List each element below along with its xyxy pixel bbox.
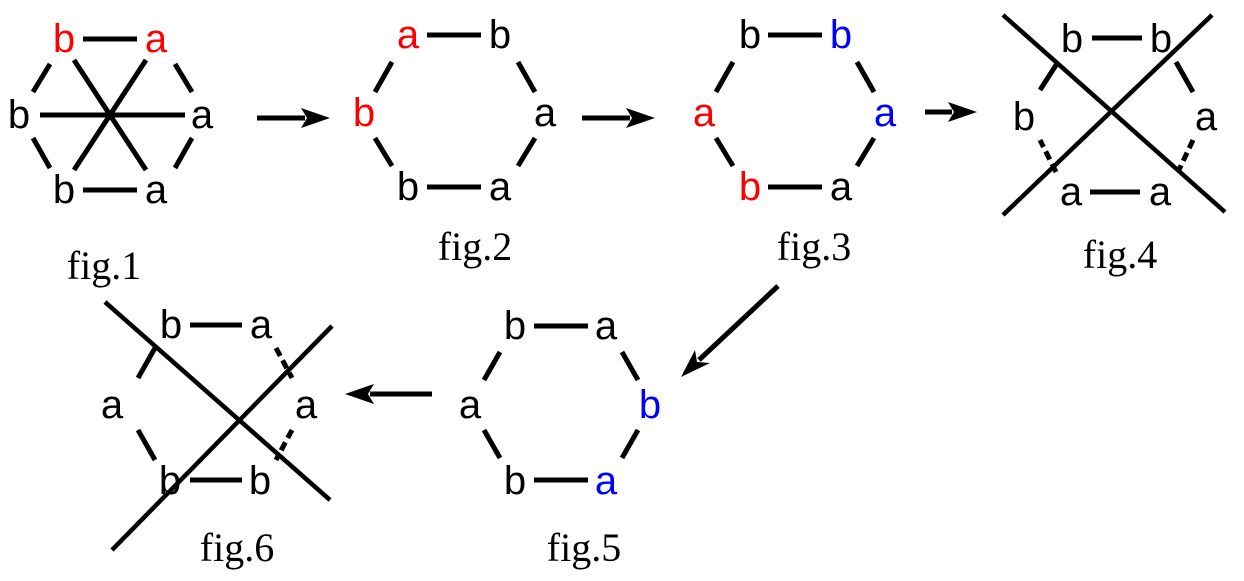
vertex-label: a <box>459 383 482 427</box>
vertex-label: b <box>1013 95 1035 139</box>
vertex-label: b <box>249 459 271 503</box>
vertex-label: a <box>830 165 853 209</box>
vertex-label: b <box>489 13 511 57</box>
edge <box>481 350 503 382</box>
edge <box>71 58 149 172</box>
vertex-label: b <box>53 17 75 61</box>
vertex-label: a <box>101 383 124 427</box>
vertex-label: a <box>145 17 168 61</box>
vertex-label: a <box>191 93 214 137</box>
vertex-label: b <box>739 13 761 57</box>
edge <box>854 60 877 94</box>
edge <box>1173 60 1196 94</box>
vertex-label: b <box>639 383 661 427</box>
vertex-label: b <box>8 93 30 137</box>
edge <box>619 350 641 382</box>
edge <box>854 136 877 168</box>
edge <box>372 60 395 94</box>
arrow-head <box>948 102 977 122</box>
figure-1: b a a a b b fig.1 <box>8 17 214 288</box>
vertex-label: a <box>295 383 318 427</box>
vertex-label: b <box>739 165 761 209</box>
cut-line <box>1001 13 1227 214</box>
vertex-label: b <box>160 303 182 347</box>
vertex-label: b <box>53 168 75 212</box>
edge <box>713 60 736 94</box>
edge <box>619 428 641 460</box>
vertex-label: a <box>874 91 897 135</box>
vertex-label: b <box>1150 17 1172 61</box>
vertex-label: b <box>397 165 419 209</box>
vertex-label: a <box>489 165 512 209</box>
figure-caption: fig.4 <box>1083 232 1157 277</box>
arrow-fig1-to-fig2 <box>257 108 330 128</box>
arrow-fig3-to-fig5 <box>681 284 780 377</box>
vertex-label: a <box>693 91 716 135</box>
vertex-label: b <box>159 459 181 503</box>
vertex-label: b <box>830 13 852 57</box>
arrow-head <box>681 350 710 377</box>
figure-caption: fig.2 <box>438 224 512 269</box>
figure-caption: fig.6 <box>200 525 274 570</box>
vertex-label: a <box>1195 95 1218 139</box>
figure-caption: fig.3 <box>777 224 851 269</box>
edge <box>30 62 53 94</box>
edge <box>515 136 538 168</box>
figure-2: a b a a b b fig.2 <box>353 13 557 269</box>
cut-line <box>110 324 334 552</box>
arrow-head <box>626 108 655 128</box>
figure-caption: fig.5 <box>547 525 621 570</box>
vertex-label: a <box>595 304 618 348</box>
edge <box>481 428 503 460</box>
edge <box>273 346 295 380</box>
vertex-label: a <box>1149 170 1172 214</box>
edge <box>172 136 195 170</box>
figure-5: b a b a b a fig.5 <box>459 304 661 570</box>
vertex-label: b <box>1061 17 1083 61</box>
figure-caption: fig.1 <box>67 243 141 288</box>
edge <box>1037 60 1061 92</box>
edge <box>30 136 53 170</box>
arrow-fig5-to-fig6 <box>345 384 432 404</box>
vertex-label: a <box>397 13 420 57</box>
edge <box>372 136 395 168</box>
arrow-fig3-to-fig4 <box>925 102 977 122</box>
arrow-fig2-to-fig3 <box>582 108 655 128</box>
cut-line <box>103 300 332 502</box>
arrow-head <box>345 384 374 404</box>
edge <box>1175 138 1196 174</box>
figure-4: b b a a a b fig.4 <box>1001 13 1227 277</box>
figure-6: b a a b b a fig.6 <box>101 300 334 570</box>
vertex-label: b <box>504 459 526 503</box>
arrow-head <box>301 108 330 128</box>
vertex-label: a <box>1060 170 1083 214</box>
cut-line <box>1001 13 1214 217</box>
vertex-label: a <box>250 303 273 347</box>
edge <box>172 62 195 94</box>
figure-3: b b a a b a fig.3 <box>693 13 897 269</box>
edge <box>713 136 736 168</box>
edge <box>135 428 158 462</box>
vertex-label: b <box>504 304 526 348</box>
vertex-label: a <box>145 168 168 212</box>
edge <box>515 60 538 94</box>
vertex-label: a <box>595 459 618 503</box>
vertex-label: a <box>534 91 557 135</box>
arrow-shaft <box>697 284 780 362</box>
vertex-label: b <box>353 91 375 135</box>
edge <box>135 346 158 380</box>
